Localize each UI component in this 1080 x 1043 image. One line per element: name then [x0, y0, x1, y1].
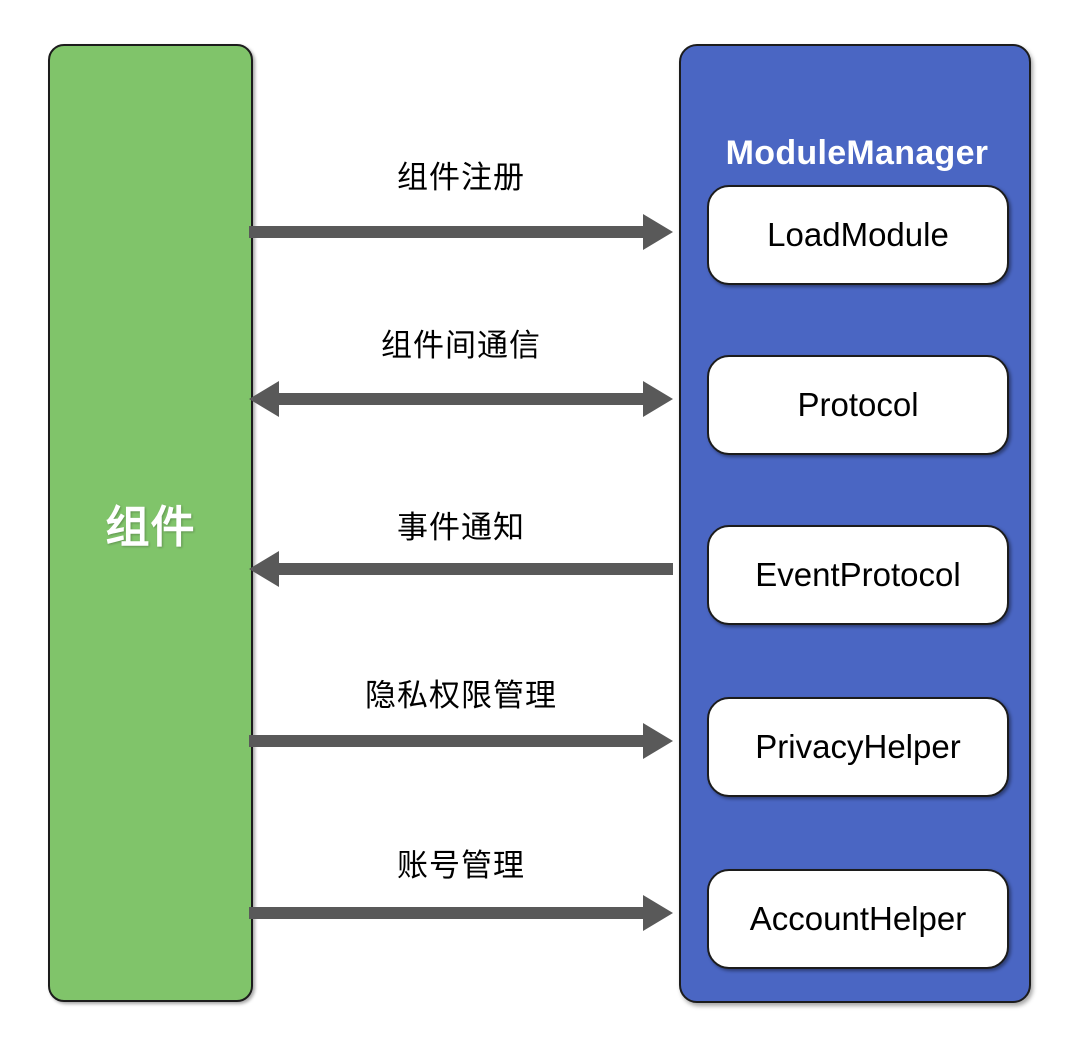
module-manager-title: ModuleManager — [725, 134, 989, 172]
connector-label-communication: 组件间通信 — [381, 328, 541, 363]
module-box-loadmodule[interactable]: LoadModule — [707, 185, 1009, 285]
connector-account — [249, 891, 673, 935]
module-box-eventprotocol[interactable]: EventProtocol — [707, 525, 1009, 625]
arrow-both-icon — [249, 381, 673, 417]
arrow-right-icon — [249, 895, 673, 931]
module-manager-panel: ModuleManager LoadModule Protocol EventP… — [679, 44, 1031, 1003]
connector-label-registration: 组件注册 — [397, 160, 525, 195]
module-box-privacyhelper[interactable]: PrivacyHelper — [707, 697, 1009, 797]
connector-label-privacy: 隐私权限管理 — [365, 678, 557, 713]
module-label: PrivacyHelper — [755, 728, 961, 765]
connector-registration — [249, 210, 673, 254]
module-label: Protocol — [797, 386, 919, 423]
connector-label-event-notify: 事件通知 — [397, 510, 525, 545]
connector-event-notify — [249, 547, 673, 591]
connector-privacy — [249, 719, 673, 763]
module-label: EventProtocol — [755, 556, 961, 593]
module-label: AccountHelper — [749, 900, 967, 937]
connector-label-account: 账号管理 — [397, 848, 525, 883]
module-box-protocol[interactable]: Protocol — [707, 355, 1009, 455]
arrow-left-icon — [249, 551, 673, 587]
connector-communication — [249, 377, 673, 421]
component-block: 组件 — [48, 44, 253, 1002]
arrow-right-icon — [249, 214, 673, 250]
module-box-accounthelper[interactable]: AccountHelper — [707, 869, 1009, 969]
module-label: LoadModule — [767, 216, 949, 253]
arrow-right-icon — [249, 723, 673, 759]
component-block-label: 组件 — [105, 503, 196, 552]
